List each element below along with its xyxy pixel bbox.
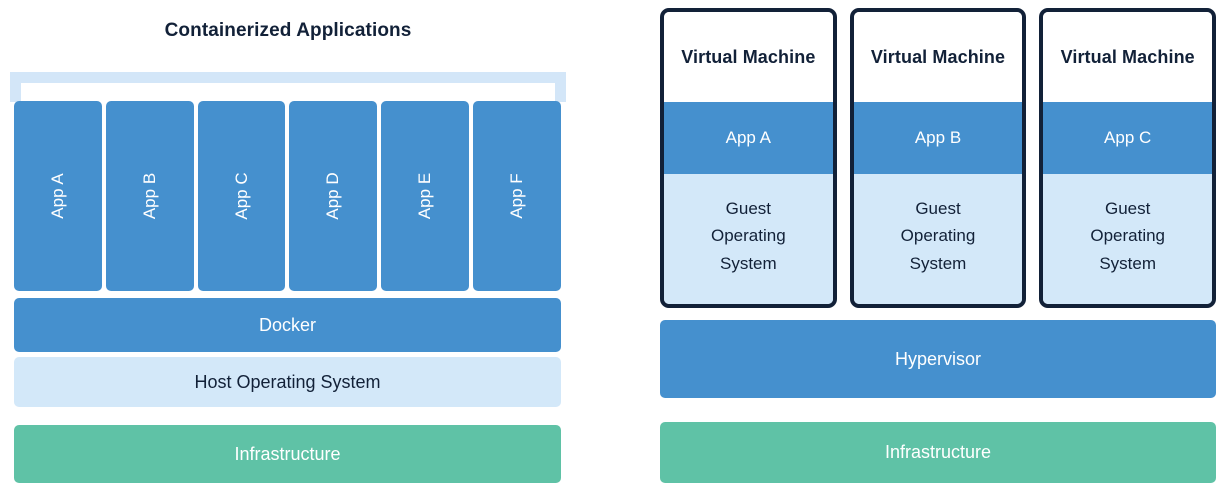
container-apps-row: App A App B App C App D App E App F [14, 101, 561, 291]
virtual-machine-2-app: App B [853, 102, 1023, 174]
virtual-machine-1-title: Virtual Machine [664, 12, 833, 102]
containerized-applications-panel: Containerized Applications App A App B A… [0, 0, 610, 501]
container-app-b-label: App B [139, 172, 159, 220]
container-app-f: App F [473, 101, 561, 291]
container-app-e: App E [381, 101, 470, 291]
container-bracket [10, 72, 566, 102]
host-operating-system-layer: Host Operating System [14, 357, 561, 407]
infrastructure-layer-right: Infrastructure [660, 422, 1216, 483]
container-app-e-label: App E [415, 172, 435, 220]
virtual-machine-2-title: Virtual Machine [853, 12, 1023, 102]
virtual-machine-3-title: Virtual Machine [1043, 12, 1213, 102]
page-title: Containerized Applications [164, 20, 412, 41]
virtual-machine-3-app: App C [1043, 102, 1213, 174]
hypervisor-layer: Hypervisor [660, 320, 1216, 398]
container-app-d: App D [289, 101, 378, 291]
container-app-a-label: App A [47, 173, 67, 219]
container-app-b: App B [105, 101, 194, 291]
container-app-c: App C [197, 101, 286, 291]
container-app-f-label: App F [507, 173, 527, 219]
infrastructure-layer-left: Infrastructure [14, 425, 561, 483]
container-app-d-label: App D [323, 172, 343, 220]
container-app-a: App A [14, 101, 102, 291]
virtual-machine-1-app: App A [664, 102, 833, 174]
container-app-c-label: App C [231, 172, 251, 220]
docker-layer: Docker [14, 298, 561, 352]
